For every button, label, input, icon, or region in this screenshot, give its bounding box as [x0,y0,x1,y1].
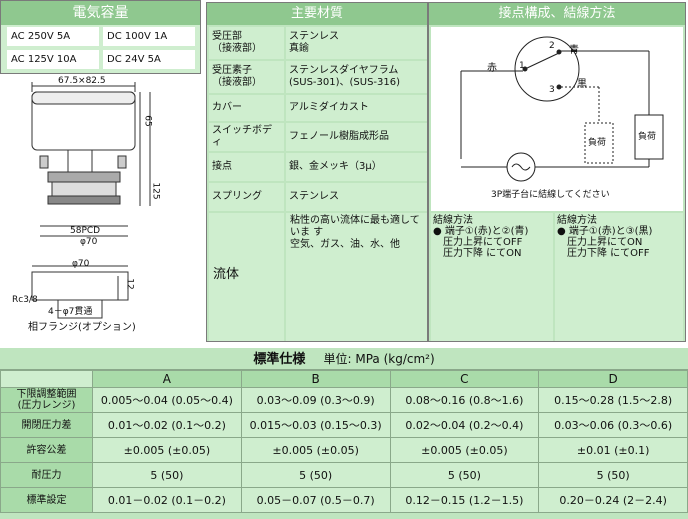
spec-row: 許容公差±0.005 (±0.05)±0.005 (±0.05)±0.005 (… [0,437,688,463]
fluid-value: 粘性の高い流体に最も適していま す 空気、ガス、油、水、他 [286,213,427,341]
spec-cell: ±0.005 (±0.05) [240,437,391,463]
spec-cell: 0.20－0.24 (2－2.4) [538,487,688,513]
dim-pcd: 58PCD [70,226,101,236]
spec-row: 下限調整範囲 (圧力レンジ)0.005～0.04 (0.05～0.4)0.03～… [0,387,688,413]
fluid-label-text: 流体 [213,267,240,282]
spec-header: 標準仕様 単位: MPa (kg/cm²) [0,348,688,370]
spec-cell: 0.01－0.02 (0.1－0.2) [92,487,242,513]
dimension-drawing: 67.5×82.5 65 125 58PCD φ70 φ70 12 Rc3/8 … [0,76,205,346]
dim-phi70b: φ70 [72,259,90,269]
spec-cell: 0.15～0.28 (1.5～2.8) [538,387,688,413]
spec-cell: ±0.005 (±0.05) [92,437,242,463]
dim-phi70a: φ70 [80,237,98,247]
spec-cell: ±0.01 (±0.1) [538,437,688,463]
capacity-panel: 電気容量 AC 250V 5A DC 100V 1A AC 125V 10A D… [0,0,201,74]
spec-row-label: 許容公差 [0,437,93,463]
spec-column-header: B [240,370,391,388]
material-label: 受圧部 （接液部） [209,27,284,59]
spec-column-header: A [92,370,242,388]
spec-cell: 0.03～0.06 (0.3～0.6) [538,412,688,438]
spec-cell: 5 (50) [389,462,540,488]
wire-black: 黒 [577,79,587,90]
spec-cell: 0.005～0.04 (0.05～0.4) [92,387,242,413]
wiring-title: 接点構成、結線方法 [429,3,685,25]
spec-cell: ±0.005 (±0.05) [389,437,540,463]
spec-title: 標準仕様 [253,352,306,367]
spec-cell: 0.08～0.16 (0.8～1.6) [389,387,540,413]
drawing-caption: 相フランジ(オプション) [28,322,136,333]
capacity-cell: DC 24V 5A [103,50,195,69]
spec-cell: 0.02～0.04 (0.2～0.4) [389,412,540,438]
spec-column-header: D [538,370,688,388]
spec-column-header: C [389,370,540,388]
wire-blue: 青 [569,45,579,56]
material-value: ステンレス [286,183,427,211]
spec-cell: 5 (50) [538,462,688,488]
spec-cell: 5 (50) [92,462,242,488]
material-label: 接点 [209,153,284,181]
spec-cell: 0.03～0.09 (0.3～0.9) [240,387,391,413]
wiring-panel: 接点構成、結線方法 [428,2,686,342]
spec-corner [0,370,93,388]
capacity-title: 電気容量 [1,1,200,25]
terminal-3: 3 [549,85,555,95]
load-1: 負荷 [588,138,607,148]
material-value: ステンレス 真鍮 [286,27,427,59]
spec-cell: 5 (50) [240,462,391,488]
wiring-diagram: 赤 青 黒 1 2 3 負荷 負荷 3P端子台に結線してください [431,27,683,211]
terminal-2: 2 [549,41,555,51]
spec-row-label: 下限調整範囲 (圧力レンジ) [0,387,93,413]
spec-cell: 0.12－0.15 (1.2－1.5) [389,487,540,513]
dim-125: 125 [150,182,161,200]
spec-unit: 単位: MPa (kg/cm²) [323,352,435,366]
material-value: アルミダイカスト [286,95,427,121]
dim-top: 67.5×82.5 [58,76,106,86]
spec-row-label: 開閉圧力差 [0,412,93,438]
material-value: ステンレスダイヤフラム (SUS-301)、(SUS-316) [286,61,427,93]
material-value: フェノール樹脂成形品 [286,123,427,151]
dim-65: 65 [142,115,153,127]
material-label: カバー [209,95,284,121]
capacity-cell: DC 100V 1A [103,27,195,46]
load-2: 負荷 [638,132,657,142]
capacity-cell: AC 250V 5A [7,27,99,46]
spec-cell: 0.015～0.03 (0.15～0.3) [240,412,391,438]
materials-title: 主要材質 [207,3,427,25]
wiring-svg [460,36,664,182]
dim-holes: 4－φ7貫通 [48,307,93,317]
fluid-label: 流体 [209,213,284,341]
material-label: スイッチボディ [209,123,284,151]
material-label: 受圧素子 （接液部） [209,61,284,93]
dim-rc: Rc3/8 [12,295,38,305]
spec-row-label: 標準設定 [0,487,93,513]
wiring-note: 3P端子台に結線してください [491,190,610,200]
spec-cell: 0.01～0.02 (0.1～0.2) [92,412,242,438]
method-2: 結線方法 ● 端子①(赤)と③(黒) 圧力上昇にてON 圧力下降 にてOFF [555,213,683,341]
material-label: スプリング [209,183,284,211]
spec-cell: 0.05－0.07 (0.5－0.7) [240,487,391,513]
materials-panel: 主要材質 受圧部 （接液部）ステンレス 真鍮受圧素子 （接液部）ステンレスダイヤ… [206,2,428,342]
spec-row-label: 耐圧力 [0,462,93,488]
dim-12: 12 [124,278,135,290]
material-value: 銀、金メッキ（3μ） [286,153,427,181]
capacity-cell: AC 125V 10A [7,50,99,69]
drawing-svg [31,82,151,319]
method-1: 結線方法 ● 端子①(赤)と②(青) 圧力上昇にてOFF 圧力下降 にてON [431,213,553,341]
wire-red: 赤 [487,63,497,74]
terminal-1: 1 [519,61,525,71]
